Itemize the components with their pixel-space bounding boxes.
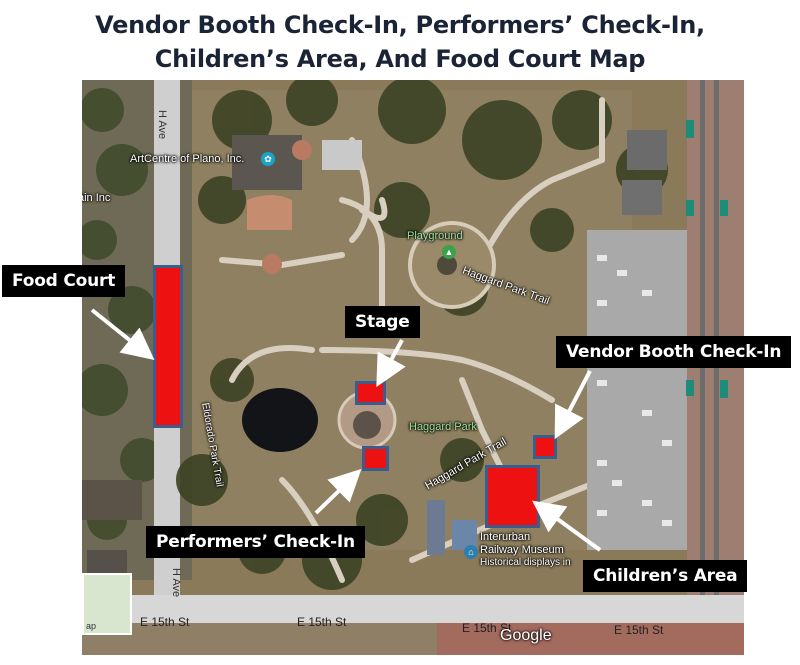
vendor-arrow (554, 370, 592, 440)
playground-icon[interactable]: ▲ (442, 245, 456, 259)
museum-label-2[interactable]: Railway Museum (480, 544, 564, 556)
vendor-booth-check-in-marker[interactable] (533, 435, 557, 459)
performers-arrow (314, 468, 362, 515)
museum-label-1[interactable]: Interurban (480, 531, 531, 543)
google-logo: Google (500, 627, 552, 644)
vendor-booth-label: Vendor Booth Check-In (556, 336, 792, 368)
food-court-label: Food Court (2, 265, 126, 297)
food-court-marker[interactable] (153, 265, 183, 428)
performers-label: Performers’ Check-In (146, 526, 365, 558)
museum-icon[interactable]: ⌂ (464, 545, 478, 559)
aerial-imagery (82, 80, 744, 655)
map-title: Vendor Booth Check-In, Performers’ Check… (0, 8, 800, 76)
stage-arrow (376, 339, 406, 388)
artcentre-label[interactable]: ArtCentre of Plano, Inc. (130, 153, 245, 165)
ain-inc-label: ain Inc (82, 192, 111, 204)
children-arrow (532, 500, 602, 552)
aerial-map[interactable]: ArtCentre of Plano, Inc. ✿ ain Inc H Ave… (82, 80, 744, 655)
childrens-area-marker[interactable] (485, 465, 540, 528)
street-label-1: E 15th St (140, 615, 190, 629)
title-line-2: Children’s Area, And Food Court Map (154, 45, 646, 73)
stage-label: Stage (345, 306, 420, 338)
museum-label-3: Historical displays in (480, 557, 571, 568)
food-court-arrow (90, 308, 155, 360)
street-label-2: E 15th St (297, 615, 347, 629)
map-type-thumbnail[interactable]: ap (82, 573, 132, 635)
street-label-4: E 15th St (614, 623, 664, 637)
childrens-area-label: Children’s Area (583, 560, 748, 592)
palette-icon[interactable]: ✿ (261, 152, 275, 166)
title-line-1: Vendor Booth Check-In, Performers’ Check… (95, 11, 705, 39)
thumbnail-label: ap (86, 621, 97, 631)
playground-label[interactable]: Playground (407, 230, 463, 242)
haggard-park-label[interactable]: Haggard Park (409, 421, 477, 433)
performers-check-in-marker[interactable] (362, 446, 389, 471)
street-label-3: E 15th St (462, 621, 512, 635)
